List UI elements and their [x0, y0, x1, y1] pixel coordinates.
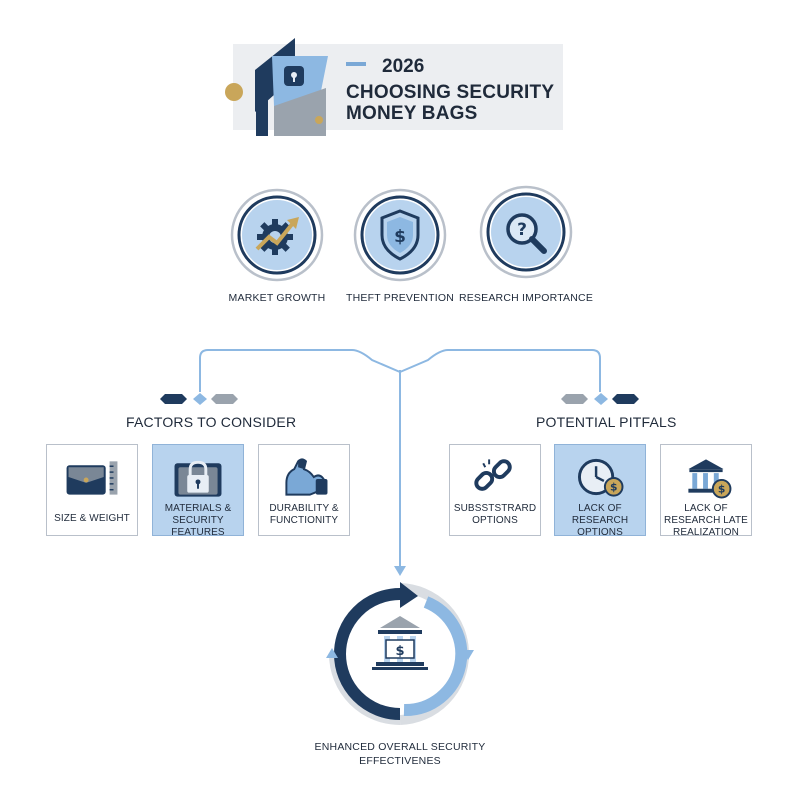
pitfall-card-label: LACK OF RESEARCH OPTIONS	[571, 503, 629, 538]
header-title: CHOOSING SECURITY MONEY BAGS	[346, 82, 554, 124]
pitfalls-indicator	[561, 393, 639, 405]
factor-card-label: DURABILITY & FUNCTIONITY	[269, 503, 339, 526]
research-importance-label: RESEARCH IMPORTANCE	[458, 292, 594, 304]
svg-text:$: $	[394, 227, 406, 247]
padlock-bag-icon	[174, 460, 222, 497]
svg-text:$: $	[610, 481, 617, 494]
header-year: 2026	[382, 56, 425, 77]
factors-indicator	[160, 393, 238, 405]
factors-title: FACTORS TO CONSIDER	[126, 414, 297, 430]
pitfall-card-label: SUBSSTSTRARD OPTIONS	[453, 503, 537, 526]
market-growth-label: MARKET GROWTH	[228, 292, 326, 304]
factor-card-durability[interactable]: DURABILITY & FUNCTIONITY	[258, 444, 350, 536]
svg-text:$: $	[395, 644, 404, 659]
pitfalls-title: POTENTIAL PITFALS	[536, 414, 677, 430]
pitfall-card-late-realization[interactable]: $ LACK OF RESEARCH LATE REALIZATION	[660, 444, 752, 538]
market-growth-icon	[230, 188, 324, 282]
pitfall-card-substandard[interactable]: SUBSSTSTRARD OPTIONS	[449, 444, 541, 536]
bag-ruler-icon	[66, 461, 118, 495]
pitfall-card-lack-research[interactable]: $ LACK OF RESEARCH OPTIONS	[554, 444, 646, 538]
header-dash	[346, 62, 366, 66]
factor-card-label: MATERIALS & SECURITY FEATURES	[164, 503, 232, 538]
factor-card-label: SIZE & WEIGHT	[54, 513, 130, 524]
theft-prevention-label: THEFT PREVENTION	[345, 292, 454, 304]
clock-dollar-icon: $	[577, 458, 624, 497]
svg-text:?: ?	[517, 220, 527, 240]
factor-card-materials-security[interactable]: MATERIALS & SECURITY FEATURES	[152, 444, 244, 538]
bank-dollar-icon: $	[688, 459, 732, 499]
logo-icon	[225, 38, 328, 136]
factor-card-size-weight[interactable]: SIZE & WEIGHT	[46, 444, 138, 536]
cycle-bank-icon: $	[326, 582, 474, 725]
flexed-arm-icon	[285, 458, 328, 496]
research-importance-icon: ?	[479, 185, 573, 279]
theft-prevention-icon: $	[353, 188, 447, 282]
broken-chain-icon	[474, 459, 512, 491]
svg-text:$: $	[718, 483, 725, 496]
footer-label: ENHANCED OVERALL SECURITY EFFECTIVENES	[314, 741, 486, 767]
pitfall-card-label: LACK OF RESEARCH LATE REALIZATION	[664, 503, 748, 538]
